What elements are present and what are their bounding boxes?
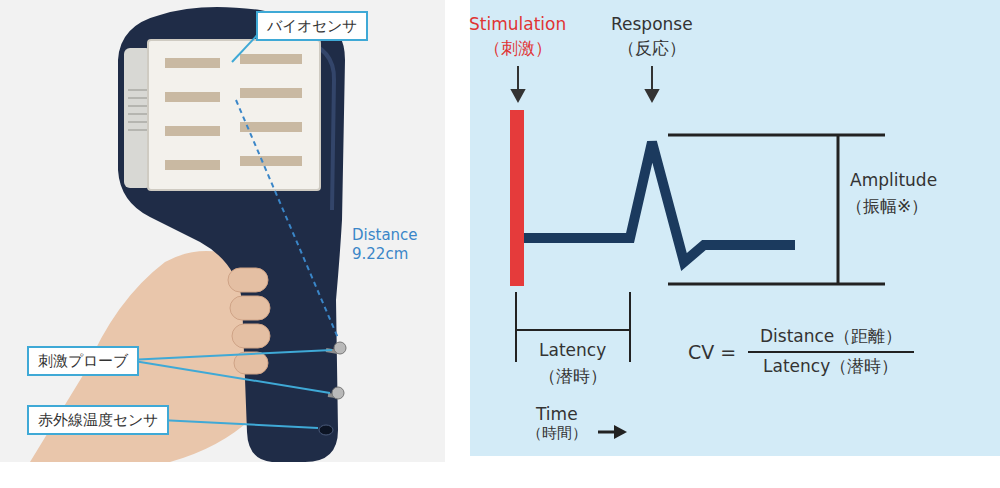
signal-name: （刺激） [484, 38, 552, 59]
distance-line [236, 100, 338, 338]
callout-text: 赤外線温度センサ [38, 410, 158, 430]
formula-text: Distance（距離） [760, 326, 902, 347]
callout-text: 刺激プローブ [38, 351, 128, 371]
clip-ridges [128, 90, 150, 130]
formula-text: CV = [688, 341, 736, 364]
signal-name: Stimulation [469, 14, 566, 35]
pointer-arrows [512, 66, 658, 101]
biosensor-pad [148, 40, 320, 190]
time-arrow [598, 425, 627, 439]
axis-label: Latency [539, 340, 606, 361]
signal-name: Response [611, 14, 693, 35]
photo-ground [0, 0, 445, 462]
response-waveform [524, 142, 795, 262]
axis-label: （振幅※） [846, 196, 928, 217]
electrode-strips [165, 54, 302, 170]
stimulus-bar [510, 110, 524, 286]
device-body [118, 7, 345, 462]
dimension-label: Distance 9.22cm [352, 226, 418, 264]
axis-label: Amplitude [850, 170, 937, 191]
callout-box: 刺激プローブ [27, 346, 139, 376]
axis-label: （潜時） [539, 366, 607, 387]
callout-box: 赤外線温度センサ [27, 405, 169, 435]
axis-label: Time [536, 404, 578, 425]
fingers [228, 268, 270, 374]
callout-text: バイオセンサ [267, 16, 357, 36]
diagram-panel [470, 0, 1000, 456]
latency-bracket [516, 292, 630, 362]
fraction-bar [748, 351, 914, 353]
signal-name: （反応） [618, 38, 686, 59]
callout-box: バイオセンサ [256, 11, 368, 41]
formula-text: Latency（潜時） [763, 356, 898, 377]
axis-label: （時間） [527, 424, 587, 443]
infrared-sensor [319, 425, 333, 435]
leader-lines [128, 30, 332, 428]
